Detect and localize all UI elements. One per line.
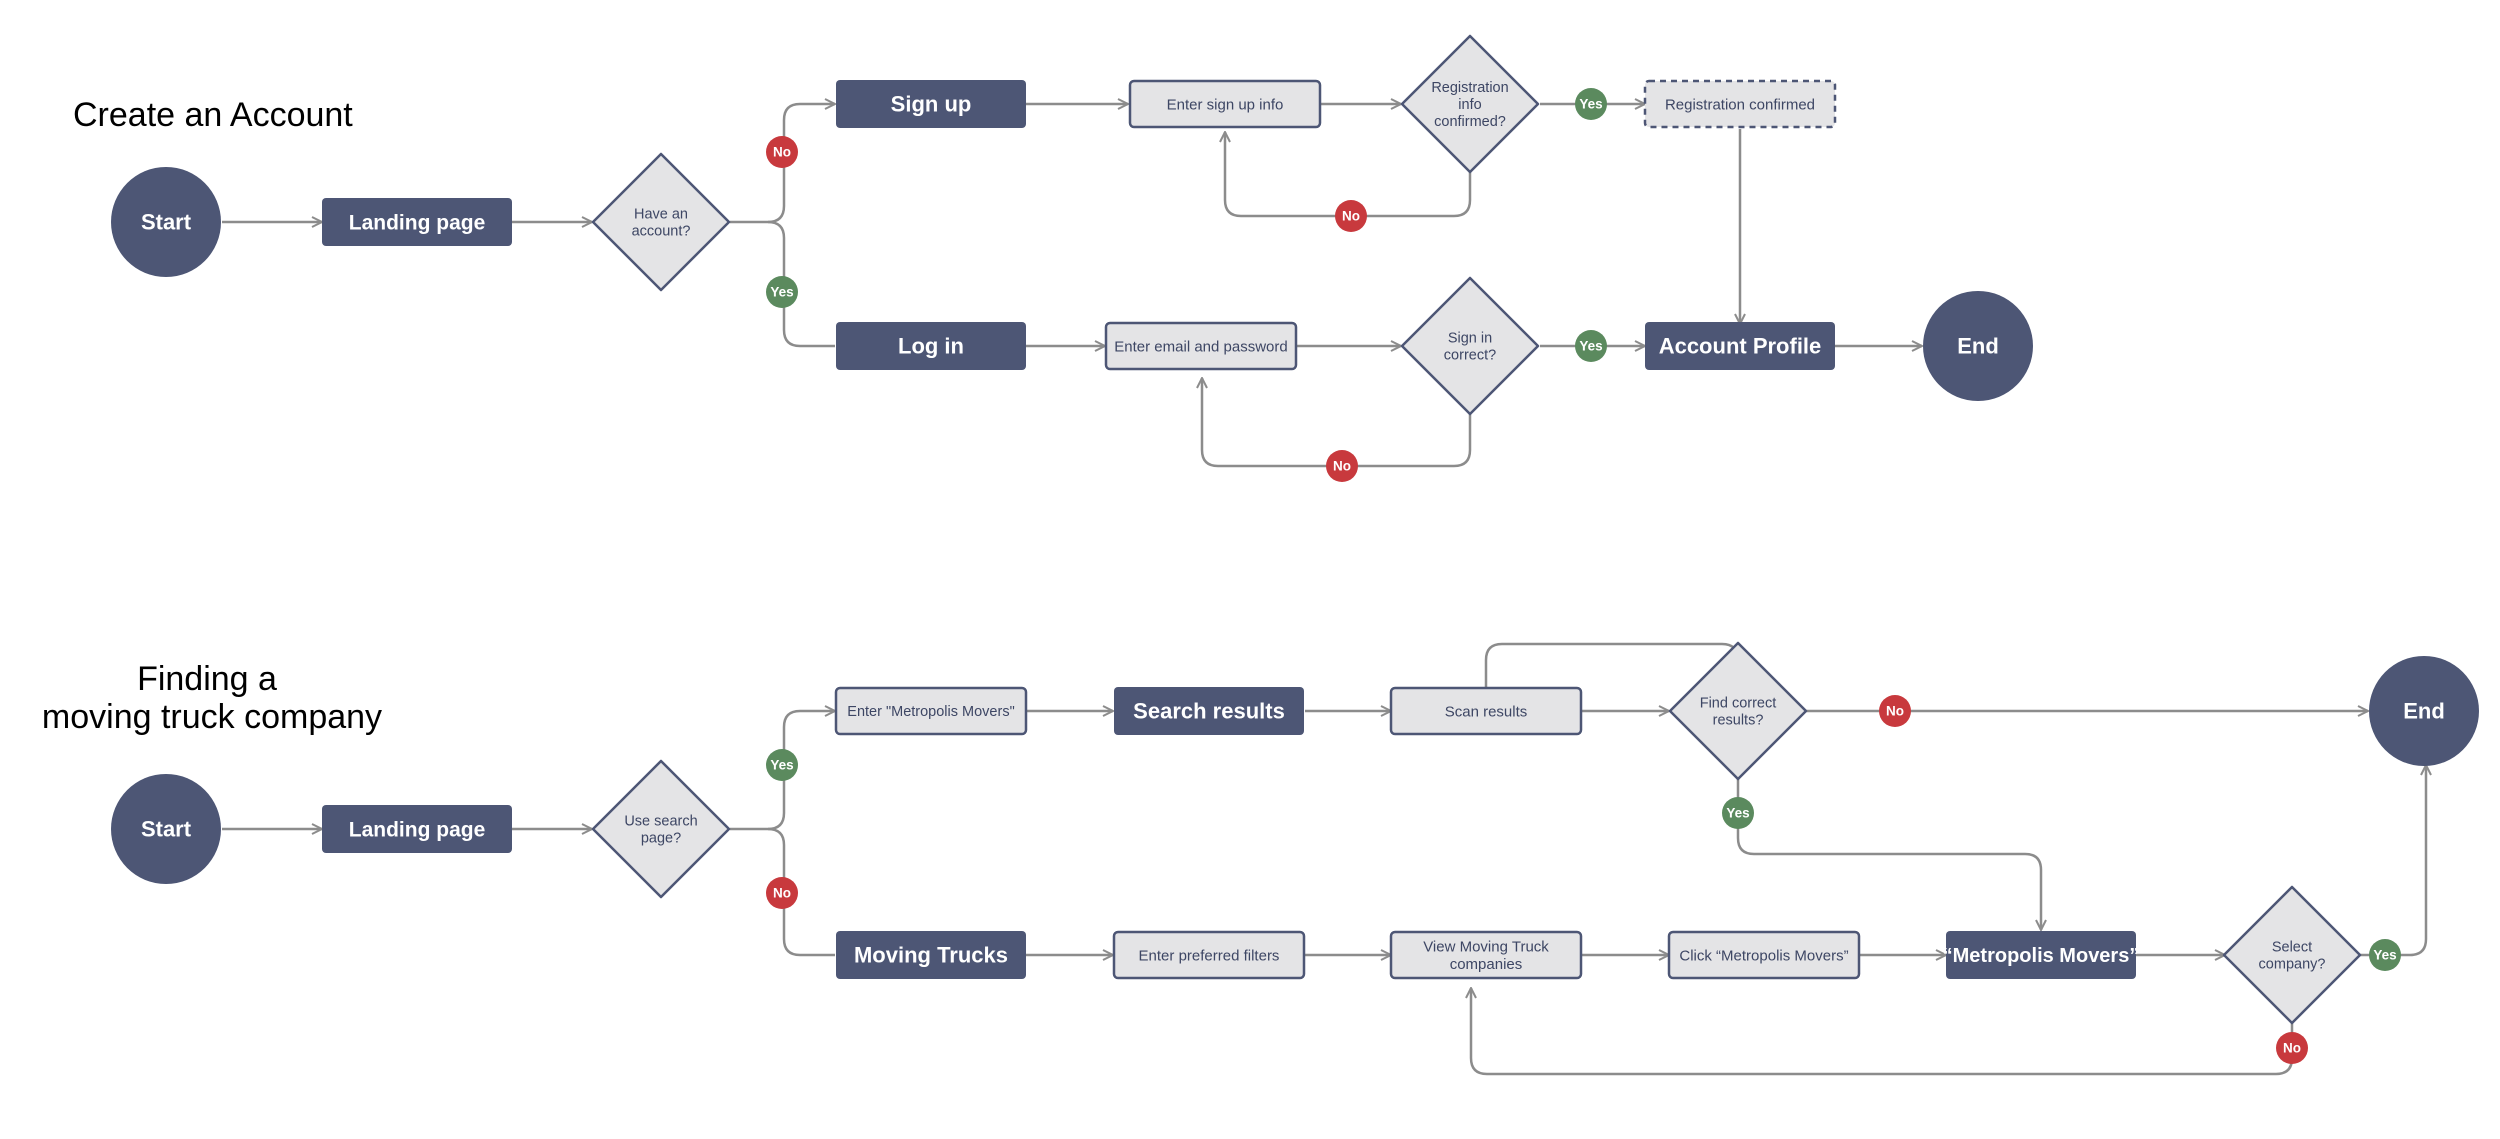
metropolis-movers-node-label: “Metropolis Movers” — [1943, 945, 2140, 967]
badge-find-correct-no-label: No — [1886, 704, 1904, 719]
badge-find-correct-yes-label: Yes — [1726, 806, 1749, 821]
account-profile-node-label: Account Profile — [1659, 334, 1822, 359]
conn2-selectq-yes-end — [2292, 765, 2426, 957]
conn-yes-login — [767, 220, 835, 348]
flow-truck-start-node[interactable]: Start — [111, 774, 221, 884]
badge-use-search-no-label: No — [773, 886, 791, 901]
registration-confirmed-node-label: Registration confirmed — [1665, 96, 1815, 113]
badge-have-account-no: No — [766, 136, 798, 168]
badge-have-account-yes-label: Yes — [770, 285, 793, 300]
badge-find-correct-no: No — [1879, 695, 1911, 727]
click-metropolis-node-label: Click “Metropolis Movers” — [1679, 947, 1848, 964]
badge-select-company-yes-label: Yes — [2373, 948, 2396, 963]
badge-find-correct-yes: Yes — [1722, 797, 1754, 829]
flow-account-start-node-label: Start — [141, 210, 192, 235]
metropolis-movers-node[interactable]: “Metropolis Movers” — [1943, 931, 2140, 979]
badge-sign-in-yes-label: Yes — [1579, 339, 1602, 354]
badge-select-company-no: No — [2276, 1032, 2308, 1064]
badge-registration-yes-label: Yes — [1579, 97, 1602, 112]
account-profile-node[interactable]: Account Profile — [1645, 322, 1835, 370]
flow-truck-landing-node-label: Landing page — [349, 818, 486, 841]
flow-account-landing-node-label: Landing page — [349, 211, 486, 234]
enter-email-node-label: Enter email and password — [1114, 338, 1287, 355]
flow-account-end-node-label: End — [1957, 334, 1999, 359]
badge-use-search-yes-label: Yes — [770, 758, 793, 773]
badge-select-company-no-label: No — [2283, 1041, 2301, 1056]
flow-truck-end-node-label: End — [2403, 699, 2445, 724]
badge-sign-in-no: No — [1326, 450, 1358, 482]
badge-sign-in-yes: Yes — [1575, 330, 1607, 362]
log-in-node[interactable]: Log in — [836, 322, 1026, 370]
badge-registration-no-label: No — [1342, 209, 1360, 224]
flow-account-start-node[interactable]: Start — [111, 167, 221, 277]
scan-results-node-label: Scan results — [1445, 703, 1528, 720]
enter-filters-node-label: Enter preferred filters — [1139, 947, 1280, 964]
conn2-no-trucks — [767, 827, 835, 957]
sign-up-node[interactable]: Sign up — [836, 80, 1026, 128]
flow-account-end-node[interactable]: End — [1923, 291, 2033, 401]
badge-select-company-yes: Yes — [2369, 939, 2401, 971]
badge-have-account-no-label: No — [773, 145, 791, 160]
flow-truck-start-node-label: Start — [141, 817, 192, 842]
conn2-selectq-no-loop — [1471, 988, 2294, 1076]
badge-have-account-yes: Yes — [766, 276, 798, 308]
enter-filters-node[interactable]: Enter preferred filters — [1112, 930, 1306, 980]
badge-use-search-yes: Yes — [766, 749, 798, 781]
moving-trucks-node[interactable]: Moving Trucks — [836, 931, 1026, 979]
click-metropolis-node[interactable]: Click “Metropolis Movers” — [1667, 930, 1861, 980]
registration-confirmed-node[interactable]: Registration confirmed — [1643, 79, 1837, 129]
moving-trucks-node-label: Moving Trucks — [854, 943, 1008, 968]
badge-registration-no: No — [1335, 200, 1367, 232]
scan-results-node[interactable]: Scan results — [1389, 686, 1583, 736]
flow-truck-landing-node[interactable]: Landing page — [322, 805, 512, 853]
enter-email-node[interactable]: Enter email and password — [1104, 321, 1298, 371]
log-in-node-label: Log in — [898, 334, 964, 359]
enter-signup-node[interactable]: Enter sign up info — [1128, 79, 1322, 129]
badge-use-search-no: No — [766, 877, 798, 909]
enter-signup-node-label: Enter sign up info — [1167, 96, 1284, 113]
enter-metropolis-node[interactable]: Enter "Metropolis Movers" — [834, 686, 1028, 736]
flow-account-title: Create an Account — [73, 96, 353, 134]
flow-truck-end-node[interactable]: End — [2369, 656, 2479, 766]
enter-metropolis-node-label: Enter "Metropolis Movers" — [847, 704, 1014, 720]
search-results-node[interactable]: Search results — [1114, 687, 1304, 735]
badge-registration-yes: Yes — [1575, 88, 1607, 120]
connectors — [222, 104, 2426, 1076]
badge-sign-in-no-label: No — [1333, 459, 1351, 474]
search-results-node-label: Search results — [1133, 699, 1285, 724]
flow-account-landing-node[interactable]: Landing page — [322, 198, 512, 246]
conn2-findq-yes-metro — [1736, 779, 2041, 930]
sign-up-node-label: Sign up — [891, 92, 972, 117]
